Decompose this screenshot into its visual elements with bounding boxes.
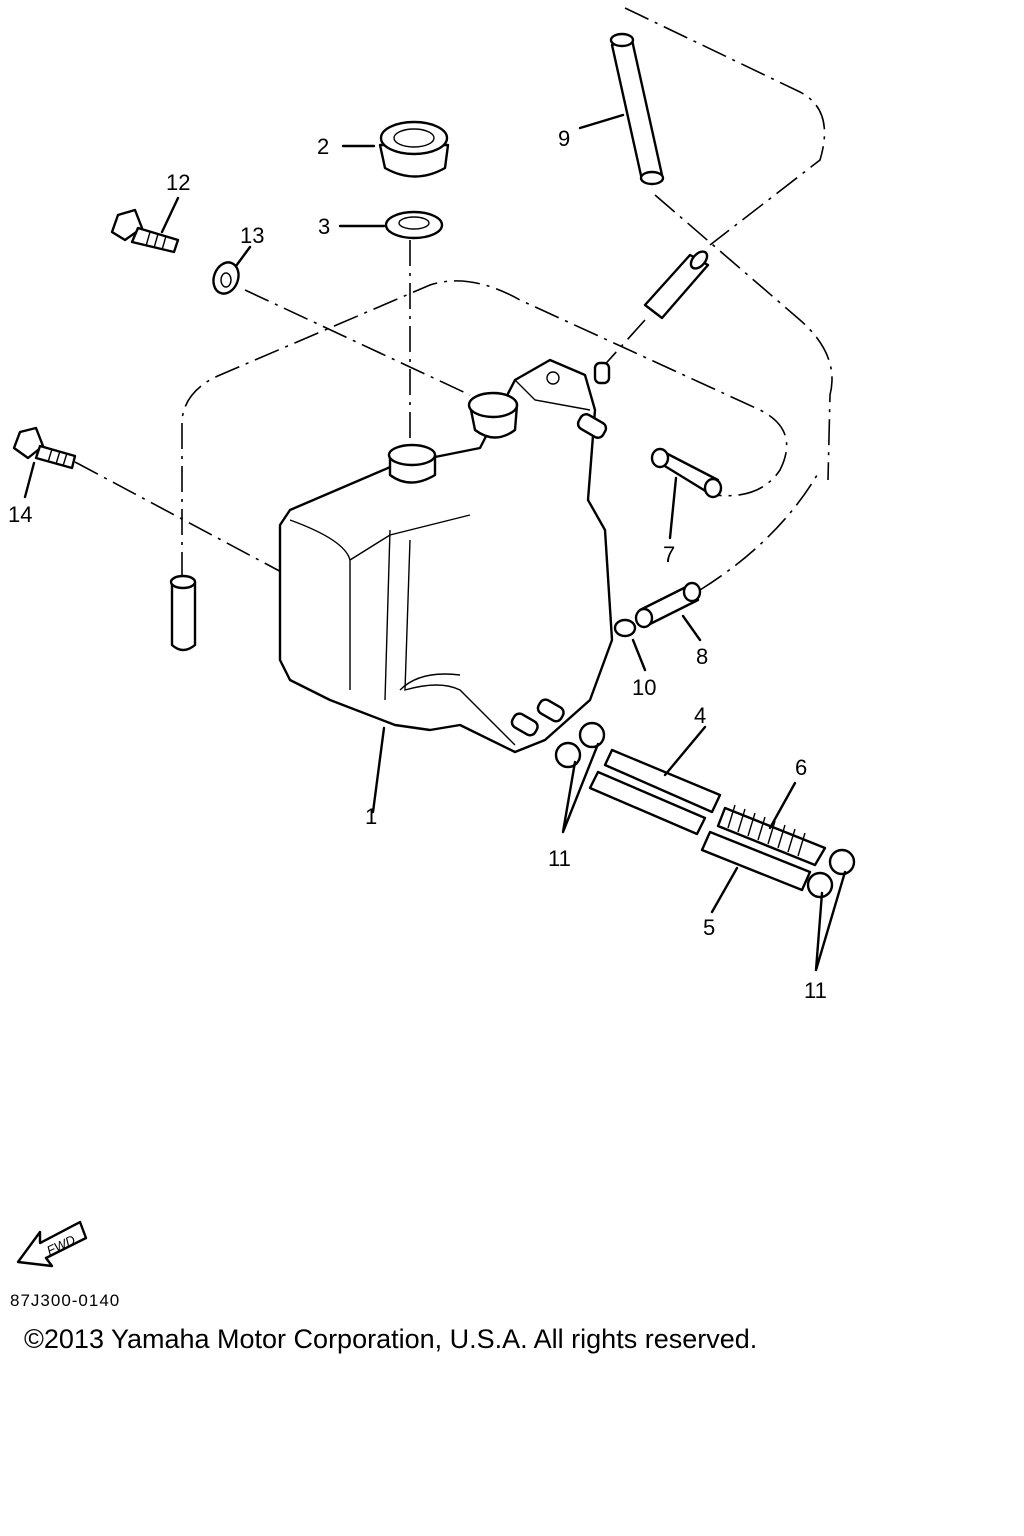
bolt-14	[12, 426, 77, 470]
callout-10: 10	[632, 675, 656, 700]
clamps-11-right	[806, 848, 856, 899]
spring-6	[716, 804, 827, 867]
callout-5: 5	[703, 915, 715, 940]
oil-tank	[278, 358, 614, 754]
callout-6: 6	[795, 755, 807, 780]
drawing-code: 87J300-0140	[10, 1291, 121, 1310]
callout-labels: 1 2 3 4 5 6 7 8 9 10 11 11 12 13 14	[8, 126, 827, 1003]
callout-8: 8	[696, 644, 708, 669]
copyright-notice: ©2013 Yamaha Motor Corporation, U.S.A. A…	[24, 1324, 758, 1354]
hose-8	[634, 581, 702, 629]
callout-13: 13	[240, 223, 264, 248]
bolt-12	[110, 208, 180, 254]
gasket	[384, 210, 444, 240]
callout-1: 1	[365, 804, 377, 829]
guide-lines	[74, 7, 833, 616]
leader-lines	[23, 113, 847, 972]
callout-2: 2	[317, 134, 329, 159]
hose-5	[700, 830, 812, 892]
callout-11-left: 11	[548, 846, 571, 871]
hose-4	[603, 748, 722, 814]
clamps-11-left	[554, 721, 606, 769]
callout-3: 3	[318, 214, 330, 239]
callout-11-right: 11	[804, 978, 827, 1003]
callout-14: 14	[8, 502, 32, 527]
callout-4: 4	[694, 703, 706, 728]
hose-4b	[588, 770, 707, 836]
hose-left	[169, 574, 197, 652]
hose-upper	[643, 250, 710, 320]
callout-12: 12	[166, 170, 190, 195]
tank-cap	[378, 120, 450, 178]
clip-10	[613, 618, 637, 638]
callout-9: 9	[558, 126, 570, 151]
callout-7: 7	[663, 542, 675, 567]
hose-9	[609, 32, 665, 186]
washer-13	[212, 261, 240, 295]
fwd-label: FWD	[44, 1232, 77, 1258]
hose-7	[650, 447, 723, 499]
fwd-arrow-icon: FWD	[16, 1220, 88, 1268]
